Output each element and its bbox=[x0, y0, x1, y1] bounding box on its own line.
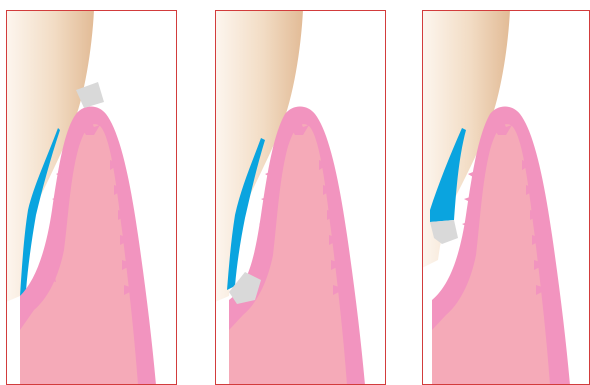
panel-stage-2 bbox=[215, 10, 386, 385]
panel-stage-3 bbox=[422, 10, 590, 385]
panel-stage-1 bbox=[6, 10, 177, 385]
panel-1-illustration bbox=[6, 10, 177, 385]
panel-2-illustration bbox=[215, 10, 386, 385]
panel-3-illustration bbox=[422, 10, 590, 385]
